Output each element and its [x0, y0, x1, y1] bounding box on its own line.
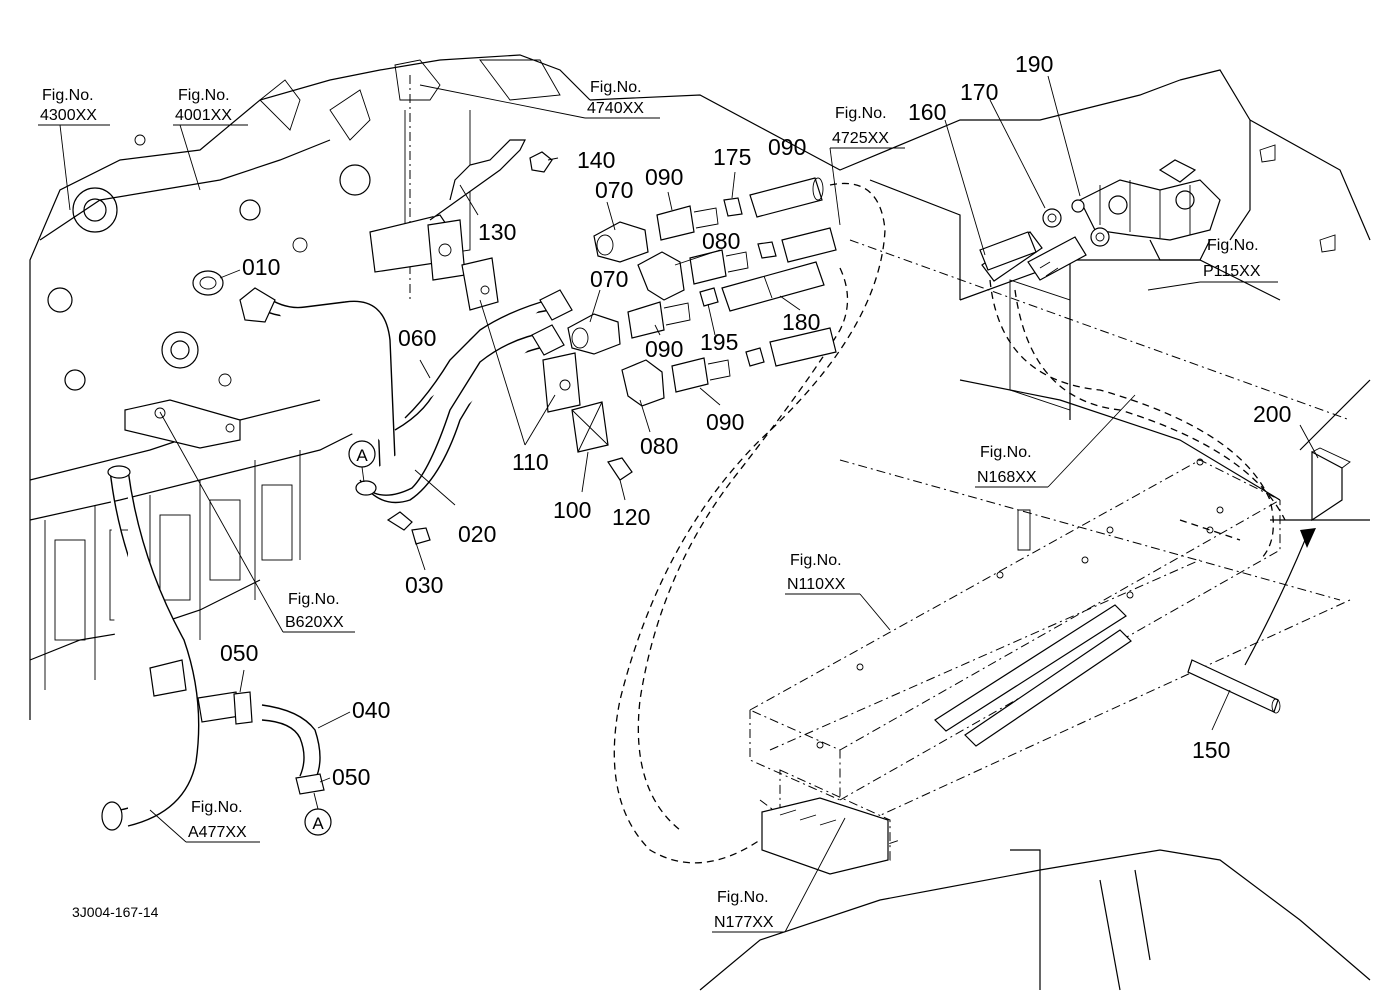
part-label-100: 100	[553, 497, 591, 523]
part-label-020: 020	[458, 521, 496, 547]
part-label-050-upper: 050	[220, 640, 258, 666]
part-label-070-upper: 070	[595, 177, 633, 203]
part-labels: 010 020 030 040 050 050 060 070 070 080 …	[220, 51, 1291, 790]
fig-ref-B620: Fig.No. B620XX	[285, 591, 344, 631]
chassis-frame	[589, 69, 1371, 991]
fig-number: N177XX	[714, 914, 774, 931]
part-label-180: 180	[782, 309, 820, 335]
part-label-175: 175	[713, 144, 751, 170]
part-label-150: 150	[1192, 737, 1230, 763]
fig-ref-4001: Fig.No. 4001XX	[175, 87, 232, 124]
part-label-140: 140	[577, 147, 615, 173]
fig-prefix: Fig.No.	[1207, 237, 1259, 254]
fig-prefix: Fig.No.	[980, 444, 1032, 461]
fig-prefix: Fig.No.	[178, 87, 230, 104]
part-label-200: 200	[1253, 401, 1291, 427]
part-label-070-lower: 070	[590, 266, 628, 292]
part-label-080-lower: 080	[640, 433, 678, 459]
lower-left-hoses	[101, 399, 1351, 875]
fig-ref-N168: Fig.No. N168XX	[977, 444, 1037, 486]
fig-number: N168XX	[977, 469, 1037, 486]
fig-prefix: Fig.No.	[590, 79, 642, 96]
part-label-050-lower: 050	[332, 764, 370, 790]
fig-ref-A477: Fig.No. A477XX	[188, 799, 247, 841]
fig-number: 4001XX	[175, 107, 232, 124]
fig-number: B620XX	[285, 614, 344, 631]
fig-number: P115XX	[1203, 263, 1261, 280]
heater-hose-routing	[613, 182, 1286, 864]
part-label-120: 120	[612, 504, 650, 530]
part-label-110: 110	[512, 449, 549, 475]
part-label-040: 040	[352, 697, 390, 723]
fig-number: 4300XX	[40, 107, 97, 124]
reference-marker-letter: A	[312, 814, 324, 833]
fig-ref-4725: Fig.No. 4725XX	[832, 105, 889, 147]
part-label-090-c: 090	[645, 336, 683, 362]
fig-ref-N110: Fig.No. N110XX	[787, 552, 846, 593]
part-label-090-d: 090	[706, 409, 744, 435]
drawing-code: 3J004-167-14	[72, 904, 159, 920]
part-label-195: 195	[700, 329, 738, 355]
heater-valve-assembly	[981, 159, 1221, 282]
part-label-090-a: 090	[645, 164, 683, 190]
fig-prefix: Fig.No.	[790, 552, 842, 569]
fig-prefix: Fig.No.	[191, 799, 243, 816]
leader-lines	[38, 75, 1319, 933]
fig-number: A477XX	[188, 824, 247, 841]
part-label-170: 170	[960, 79, 998, 105]
fig-prefix: Fig.No.	[717, 889, 769, 906]
fittings-and-hoses	[567, 177, 1037, 407]
fig-ref-4740: Fig.No. 4740XX	[587, 79, 644, 117]
fig-number: N110XX	[787, 576, 846, 593]
part-label-130: 130	[478, 219, 516, 245]
fig-prefix: Fig.No.	[835, 105, 887, 122]
fig-prefix: Fig.No.	[288, 591, 340, 608]
fig-ref-P115: Fig.No. P115XX	[1203, 237, 1261, 280]
part-label-190: 190	[1015, 51, 1053, 77]
fig-prefix: Fig.No.	[42, 87, 94, 104]
part-label-090-b: 090	[768, 134, 806, 160]
engine-side-parts	[192, 139, 633, 545]
part-label-030: 030	[405, 572, 443, 598]
reference-marker-upper: A	[348, 440, 376, 483]
arrow-150	[1244, 528, 1316, 666]
part-label-160: 160	[908, 99, 946, 125]
reference-marker-lower: A	[304, 792, 332, 836]
fig-number: 4725XX	[832, 130, 889, 147]
part-label-010: 010	[242, 254, 280, 280]
part-label-080-upper: 080	[702, 228, 740, 254]
fig-ref-4300: Fig.No. 4300XX	[40, 87, 97, 124]
cable-bars	[934, 604, 1281, 747]
fig-ref-N177: Fig.No. N177XX	[714, 889, 774, 931]
part-label-060: 060	[398, 325, 436, 351]
fig-number: 4740XX	[587, 100, 644, 117]
reference-marker-letter: A	[356, 446, 368, 465]
